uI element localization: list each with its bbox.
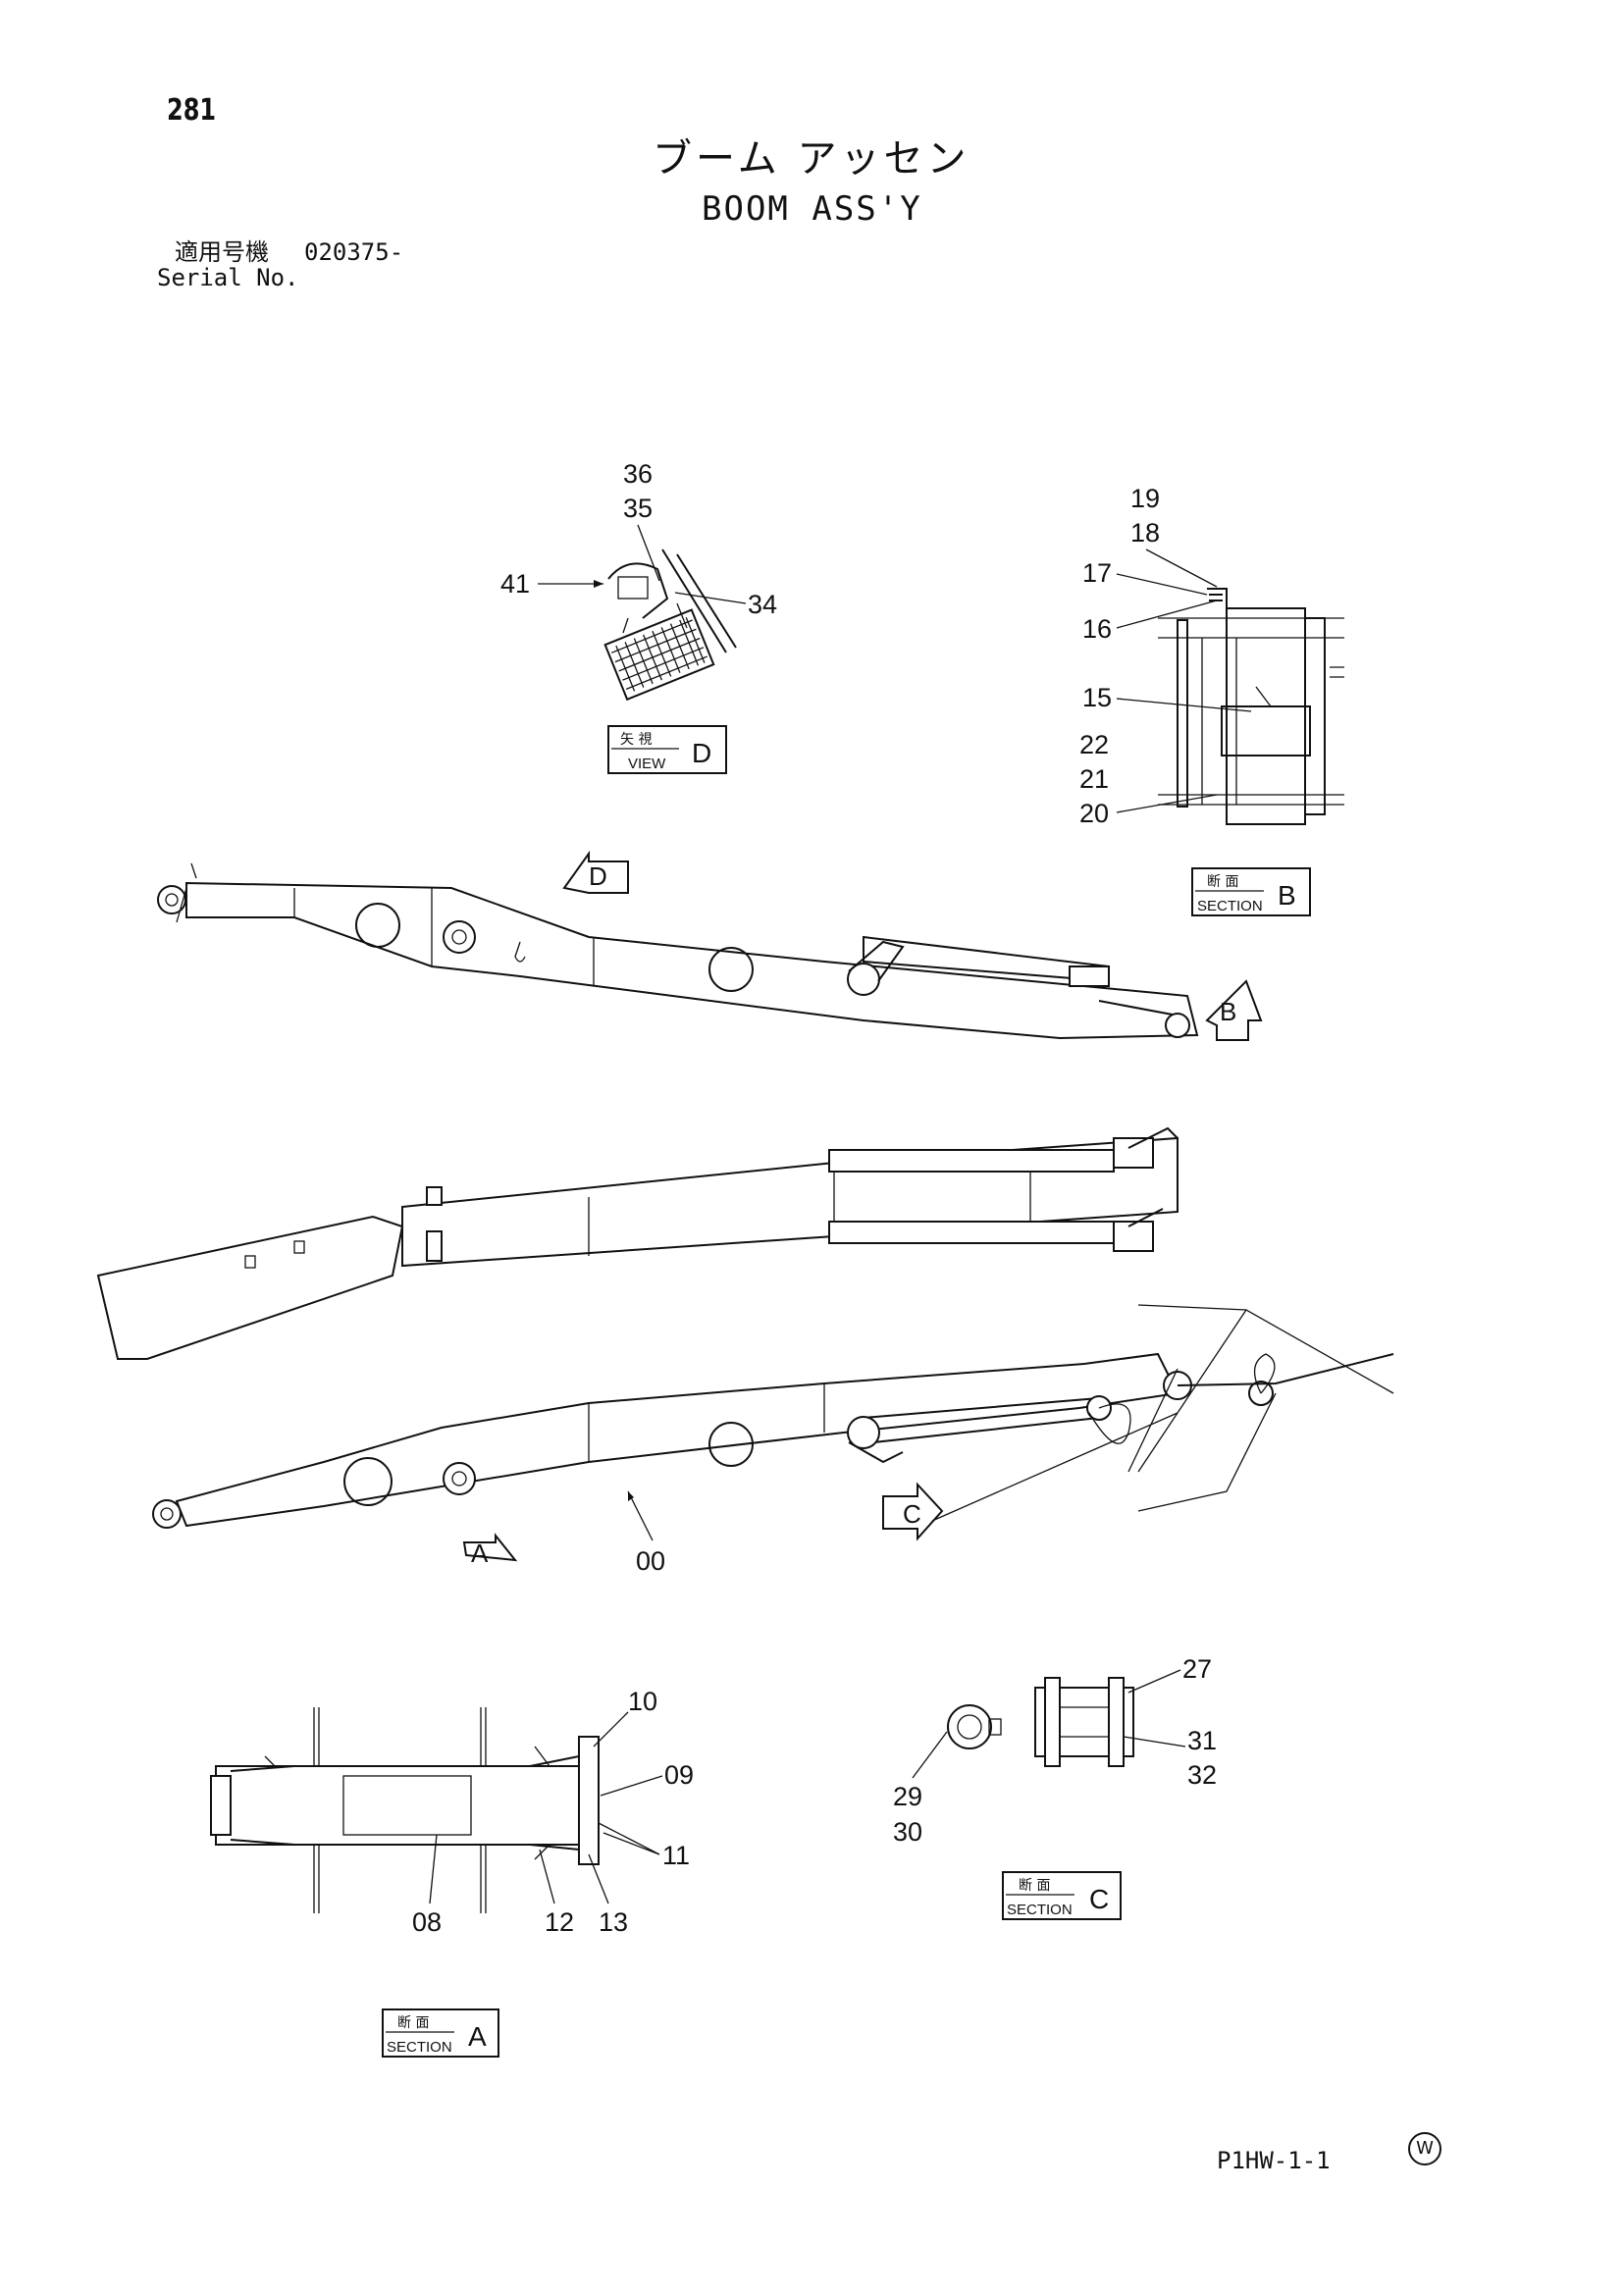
section-b-detail [1158,588,1344,825]
callout-17: 17 [1082,558,1112,588]
callout-16: 16 [1082,614,1112,644]
callout-19: 19 [1130,484,1160,513]
svg-text:SECTION: SECTION [1197,898,1263,914]
boom-plan-view [96,1126,1179,1360]
svg-text:A: A [468,2021,487,2052]
callout-32: 32 [1187,1760,1217,1790]
section-a-label-box: 断 面 SECTION A [382,2008,499,2058]
callout-13: 13 [599,1907,628,1937]
callout-41: 41 [500,569,530,599]
callout-10: 10 [628,1687,657,1716]
page-number: 281 [167,93,217,128]
callout-31: 31 [1187,1726,1217,1755]
svg-text:矢 視: 矢 視 [620,732,652,748]
svg-text:断 面: 断 面 [1207,874,1238,890]
callout-11: 11 [662,1841,690,1870]
serial-label-english: Serial No. [157,264,299,291]
document-code: P1HW-1-1 [1217,2147,1331,2174]
section-b-label-box: 断 面 SECTION B [1191,867,1311,916]
svg-text:SECTION: SECTION [387,2039,452,2056]
title-english: BOOM ASS'Y [702,189,922,229]
view-d-callouts: 36 35 41 34 [500,459,777,619]
svg-text:A: A [471,1539,489,1568]
serial-number-value: 020375- [304,238,404,266]
svg-text:B: B [1220,997,1236,1026]
w-circle-mark: W [1408,2132,1441,2165]
callout-21: 21 [1079,764,1109,794]
section-a-callouts: 10 09 11 08 12 13 [412,1687,694,1937]
svg-text:VIEW: VIEW [628,756,666,772]
svg-text:断 面: 断 面 [1019,1878,1050,1894]
view-d-step-detail [603,548,737,702]
view-d-label-box: 矢 視 VIEW D [607,725,727,774]
arrow-a: A [462,1533,518,1568]
callout-00: 00 [636,1546,665,1576]
callout-18: 18 [1130,518,1160,548]
svg-text:D: D [589,861,607,891]
arrow-d: D [562,850,629,894]
section-b-callouts: 19 18 17 16 15 22 21 20 [1079,484,1252,828]
callout-30: 30 [893,1817,922,1847]
svg-text:C: C [903,1499,921,1529]
arrow-b: B [1205,979,1263,1041]
callout-00-group: 00 [627,1490,665,1576]
callout-20: 20 [1079,799,1109,828]
callout-29: 29 [893,1782,922,1811]
section-c-callouts: 27 31 32 29 30 [893,1654,1217,1847]
section-c-detail [947,1677,1134,1767]
svg-text:C: C [1089,1884,1109,1914]
callout-27: 27 [1182,1654,1212,1684]
callout-34: 34 [748,590,777,619]
callout-22: 22 [1079,730,1109,759]
svg-text:D: D [692,738,711,768]
callout-15: 15 [1082,683,1112,712]
section-a-detail [210,1707,600,1913]
section-c-label-box: 断 面 SECTION C [1002,1871,1122,1920]
svg-text:断 面: 断 面 [397,2015,429,2031]
boom-elevation-lower [152,1304,1394,1529]
callout-36: 36 [623,459,653,489]
callout-08: 08 [412,1907,442,1937]
svg-text:B: B [1278,880,1296,911]
serial-label-japanese: 適用号機 [175,238,269,266]
title-japanese: ブーム アッセン [653,136,970,182]
callout-09: 09 [664,1760,694,1790]
svg-text:SECTION: SECTION [1007,1902,1073,1918]
boom-elevation-upper [157,862,1199,1040]
callout-12: 12 [545,1907,574,1937]
arrow-c: C [882,1482,944,1541]
callout-35: 35 [623,494,653,523]
